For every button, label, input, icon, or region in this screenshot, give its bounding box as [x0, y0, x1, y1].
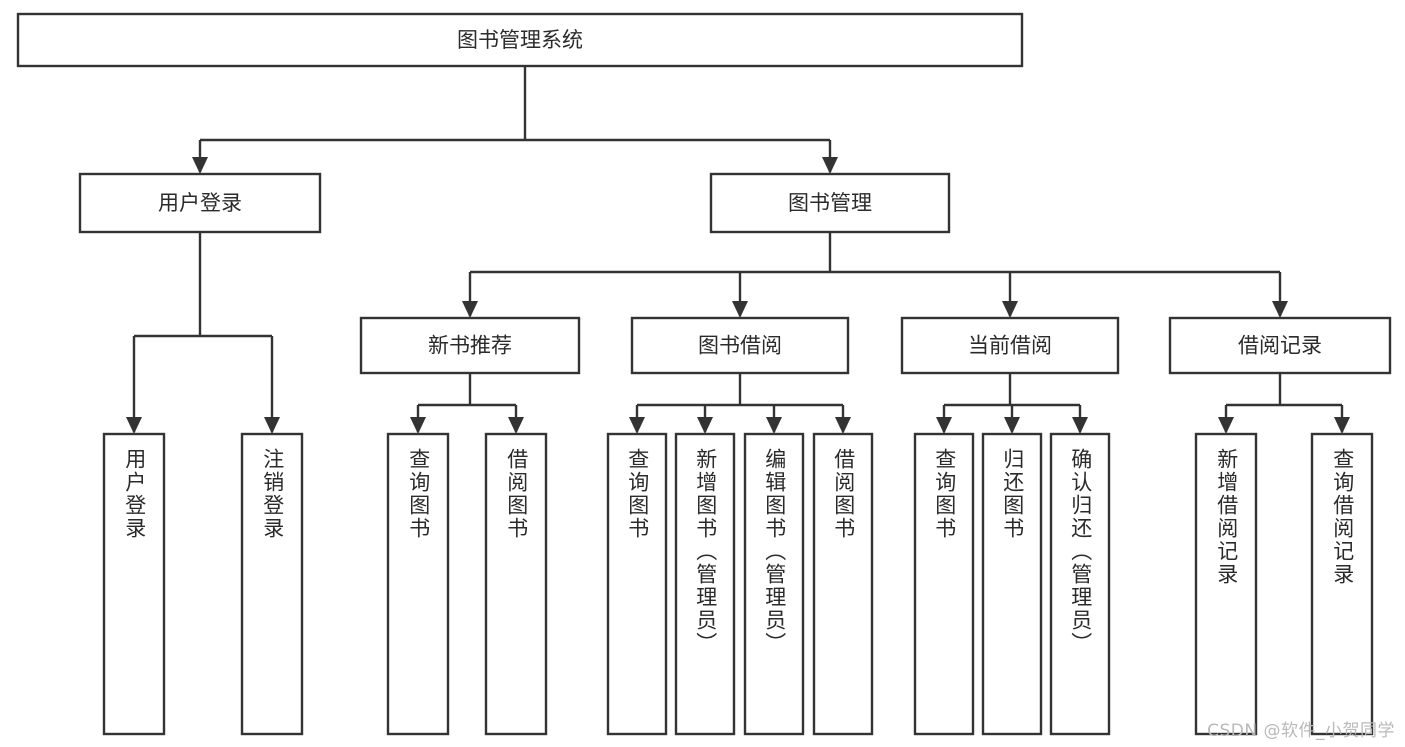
- level3-1-arrow-3: [835, 417, 851, 434]
- leaf-box-11[interactable]: [1194, 432, 1258, 736]
- level3-box-0[interactable]: [359, 316, 581, 375]
- level3-box-2[interactable]: [900, 316, 1120, 375]
- root-to-level2-arrow-0: [192, 157, 208, 174]
- leaf-box-3[interactable]: [484, 432, 548, 736]
- leaf-box-0[interactable]: [102, 432, 166, 736]
- level3-0-arrow-0: [410, 417, 426, 434]
- connector-layer: [126, 66, 1350, 434]
- root-label-0: 图书管理系统: [457, 28, 583, 52]
- leaf-box-9[interactable]: [981, 432, 1043, 736]
- level3-3-arrow-1: [1334, 417, 1350, 434]
- root-to-level2-arrow-1: [822, 157, 838, 174]
- level3-1-arrow-0: [629, 417, 645, 434]
- watermark-text: CSDN @软件_小贺同学: [1207, 721, 1395, 741]
- level2-box-1[interactable]: [709, 172, 951, 234]
- leaf-box-5[interactable]: [674, 432, 736, 736]
- root-box-0[interactable]: [16, 12, 1024, 68]
- leaf-box-7[interactable]: [812, 432, 874, 736]
- level3-label-2: 当前借阅: [968, 334, 1052, 358]
- level3-box-1[interactable]: [630, 316, 850, 375]
- level2-label-1: 图书管理: [788, 191, 872, 215]
- manage-to-level3-arrow-1: [732, 301, 748, 318]
- level3-2-arrow-0: [936, 417, 952, 434]
- manage-to-level3-arrow-2: [1002, 301, 1018, 318]
- level3-3-arrow-0: [1218, 417, 1234, 434]
- level3-label-3: 借阅记录: [1238, 334, 1322, 358]
- level3-1-arrow-2: [766, 417, 782, 434]
- level2-box-0[interactable]: [78, 172, 322, 234]
- leaf-box-8[interactable]: [913, 432, 975, 736]
- manage-to-level3-arrow-3: [1272, 301, 1288, 318]
- manage-to-level3-arrow-0: [462, 301, 478, 318]
- login-to-leaves-arrow-1: [264, 417, 280, 434]
- leaf-box-6[interactable]: [743, 432, 805, 736]
- level3-box-3[interactable]: [1168, 316, 1392, 375]
- leaf-box-4[interactable]: [606, 432, 668, 736]
- box-layer: [16, 12, 1392, 736]
- login-to-leaves-arrow-0: [126, 417, 142, 434]
- leaf-box-10[interactable]: [1049, 432, 1111, 736]
- level3-2-arrow-2: [1072, 417, 1088, 434]
- level3-0-arrow-1: [508, 417, 524, 434]
- leaf-box-1[interactable]: [240, 432, 304, 736]
- level3-label-0: 新书推荐: [428, 334, 512, 358]
- leaf-box-2[interactable]: [386, 432, 450, 736]
- level2-label-0: 用户登录: [158, 191, 242, 215]
- level3-2-arrow-1: [1004, 417, 1020, 434]
- level3-label-1: 图书借阅: [698, 334, 782, 358]
- level3-1-arrow-1: [697, 417, 713, 434]
- leaf-box-12[interactable]: [1310, 432, 1374, 736]
